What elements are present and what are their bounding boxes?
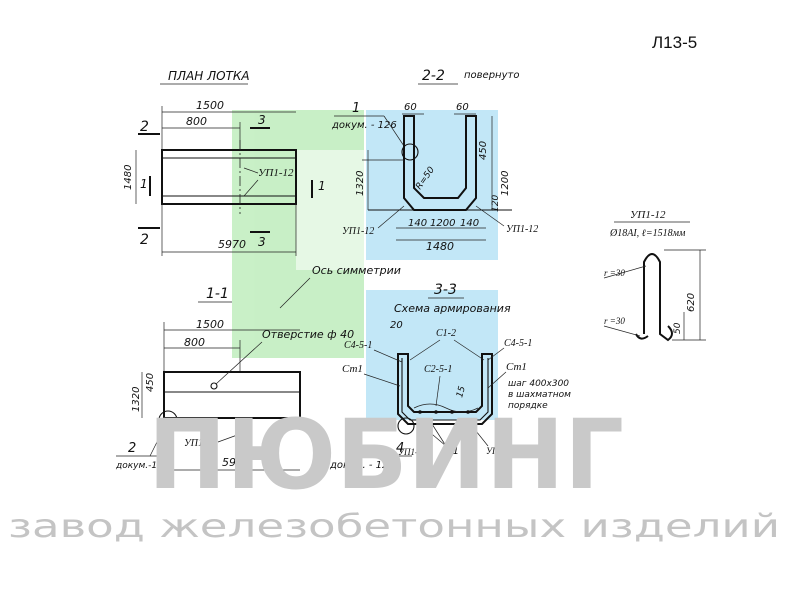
section33-c12: С1-2 bbox=[436, 328, 456, 339]
plan-mark-2-bottom: 2 bbox=[140, 232, 149, 248]
section33-callout-num: 4 bbox=[396, 441, 404, 456]
section22-dim-1200-h: 1200 bbox=[430, 218, 455, 229]
section33-c451-left: С4-5-1 bbox=[344, 340, 372, 351]
section11-dim-1320: 1320 bbox=[131, 387, 142, 412]
watermark-blue-block bbox=[366, 110, 498, 260]
section22-dim-140-left: 140 bbox=[408, 218, 427, 229]
section11-dim-800: 800 bbox=[184, 336, 205, 349]
section33-dim-20-bottom: 20 bbox=[502, 425, 513, 438]
section33-c451-right: С4-5-1 bbox=[504, 338, 532, 349]
section33-callout-doc: докум. - 126 bbox=[329, 460, 395, 471]
watermark-brand: ПЮБИНГ bbox=[148, 399, 624, 511]
section33-step3: порядке bbox=[508, 401, 548, 411]
plan-part-label: УП1-12 bbox=[258, 167, 294, 179]
section33-c251: С2-5-1 bbox=[424, 364, 452, 375]
section33-ct1-right: Ст1 bbox=[506, 361, 527, 373]
loop-dim-50: 50 bbox=[673, 322, 683, 334]
plan-mark-1-left: 1 bbox=[140, 177, 148, 191]
section22-dim-140-right: 140 bbox=[460, 218, 479, 229]
section33-subtitle: Схема армирования bbox=[394, 302, 511, 315]
loop-detail: УП1-12 Ø18AI, ℓ=1518мм r =30 r =30 620 5… bbox=[603, 209, 706, 342]
section-1-1: 1-1 1500 800 Отверстие ф 40 1320 450 2 д… bbox=[115, 286, 354, 474]
section22-dim-1480: 1480 bbox=[426, 240, 454, 253]
section11-part: УП1-12 bbox=[184, 438, 216, 449]
section11-hole-label: Отверстие ф 40 bbox=[262, 328, 354, 341]
section33-dim-15: 15 bbox=[455, 385, 468, 399]
section22-subtitle: повернуто bbox=[464, 70, 519, 81]
loop-title: УП1-12 bbox=[630, 209, 666, 221]
section11-callout-num: 2 bbox=[128, 441, 136, 456]
plan-dim-800: 800 bbox=[186, 115, 207, 128]
section22-dim-60-left: 60 bbox=[404, 102, 417, 113]
section33-dim-20-top: 20 bbox=[390, 320, 403, 331]
loop-r2: r =30 bbox=[604, 316, 625, 326]
section22-title: 2-2 bbox=[422, 68, 445, 84]
plan-mark-3-bottom: 3 bbox=[258, 235, 266, 249]
loop-r1: r =30 bbox=[604, 268, 625, 278]
plan-mark-1-right: 1 bbox=[318, 179, 326, 193]
section11-dim-5970: 5970 bbox=[222, 456, 250, 469]
plan-mark-2-top: 2 bbox=[140, 119, 149, 135]
plan-title: ПЛАН ЛОТКА bbox=[168, 69, 250, 83]
section22-part-right: УП1-12 bbox=[506, 224, 538, 235]
loop-shape bbox=[643, 253, 673, 342]
plan-mark-3-top: 3 bbox=[258, 113, 266, 127]
plan-dim-1500: 1500 bbox=[196, 99, 224, 112]
section33-part-left: УП1-12 bbox=[398, 447, 428, 457]
section22-dim-120: 120 bbox=[491, 195, 501, 212]
section22-dim-1200-v: 1200 bbox=[500, 171, 511, 196]
section22-part-left: УП1-12 bbox=[342, 226, 374, 237]
section11-callout-doc: докум.-126 bbox=[115, 461, 169, 471]
axis-label: Ось симметрии bbox=[312, 264, 401, 277]
section11-dim-1500: 1500 bbox=[196, 318, 224, 331]
section22-dim-1320: 1320 bbox=[355, 171, 366, 196]
section33-part-right: УП1-12 bbox=[486, 446, 516, 456]
section33-step2: в шахматном bbox=[508, 390, 571, 400]
loop-dim-620: 620 bbox=[686, 293, 697, 312]
section33-step: шаг 400х300 bbox=[508, 379, 569, 389]
plan-view: ПЛАН ЛОТКА 1500 800 2 2 3 3 1 1 1480 597 bbox=[123, 69, 326, 256]
plan-dim-1480: 1480 bbox=[123, 165, 134, 190]
watermark-subtitle: завод железобетонных изделий bbox=[8, 507, 780, 545]
section33-phi: Ф1 bbox=[444, 446, 459, 457]
sheet-code: Л13-5 bbox=[652, 33, 697, 52]
section22-dim-60-right: 60 bbox=[456, 102, 469, 113]
section22-callout-doc: докум. - 126 bbox=[331, 120, 397, 131]
section11-hole bbox=[210, 382, 218, 390]
section11-dim-450: 450 bbox=[145, 373, 156, 392]
loop-spec: Ø18AI, ℓ=1518мм bbox=[609, 228, 686, 239]
section11-title: 1-1 bbox=[206, 286, 229, 302]
section33-ct1-left: Ст1 bbox=[342, 363, 363, 375]
section33-profile bbox=[397, 353, 493, 425]
section22-callout-num: 1 bbox=[352, 101, 360, 116]
section33-title: 3-3 bbox=[434, 282, 457, 298]
plan-dim-5970: 5970 bbox=[218, 238, 246, 251]
section-3-3: 3-3 Схема армирования 20 С4-5-1 С1-2 С4-… bbox=[329, 282, 571, 471]
watermark-cutout bbox=[296, 150, 366, 270]
section22-dim-450: 450 bbox=[478, 141, 489, 160]
